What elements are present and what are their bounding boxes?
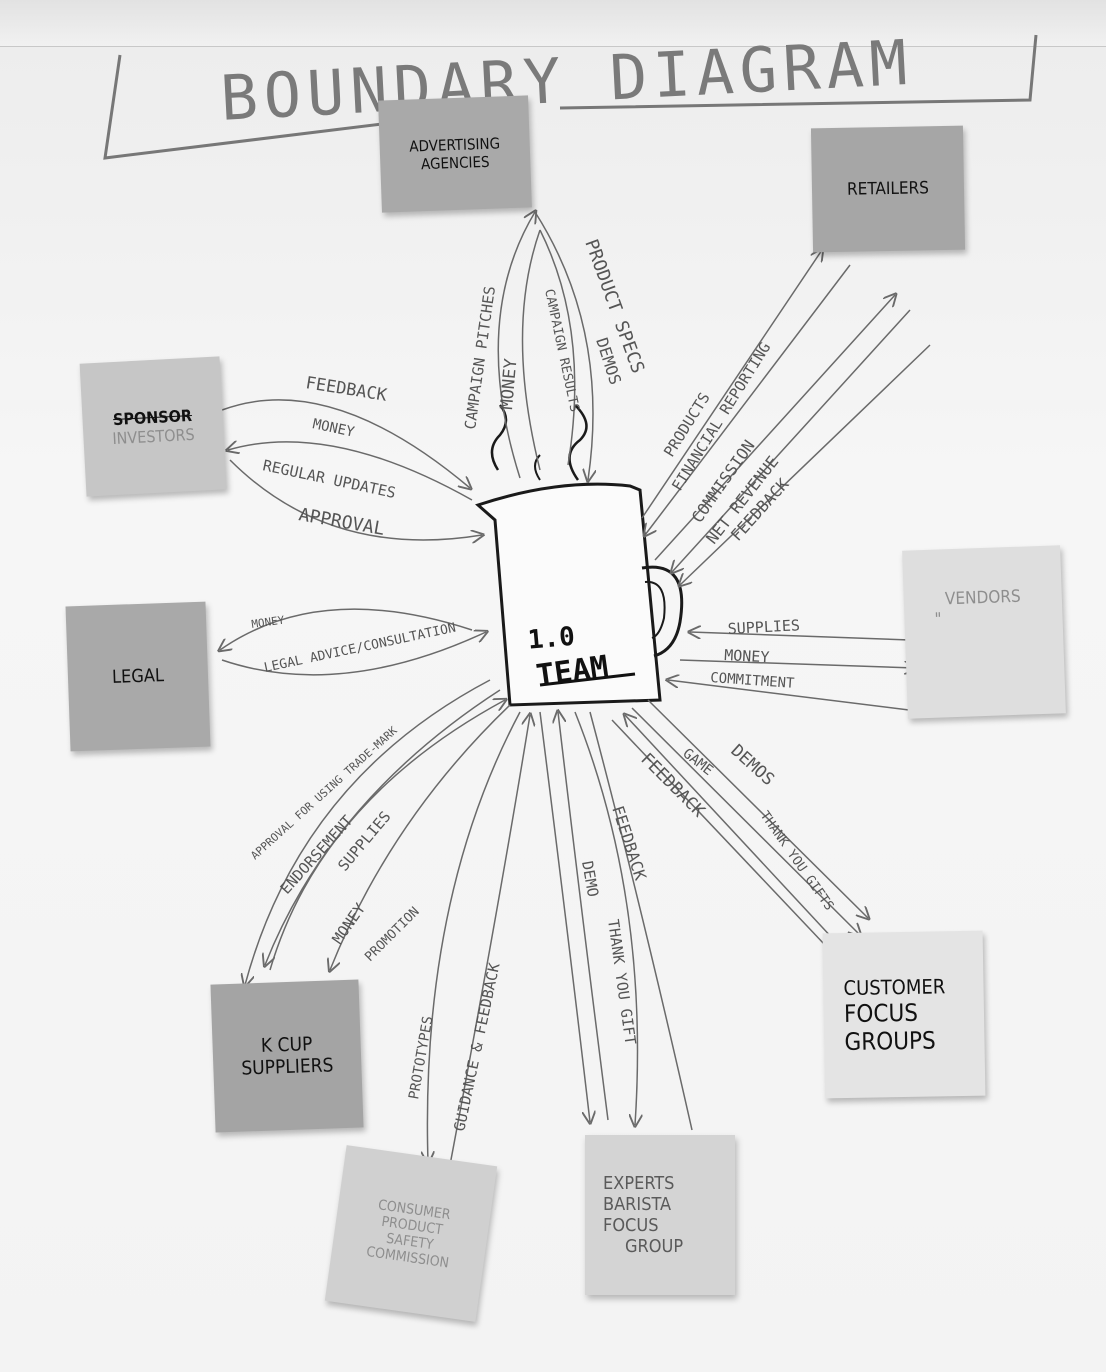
label-regular-updates: REGULAR UPDATES bbox=[261, 456, 397, 502]
arrow-sponsor-1 bbox=[221, 399, 470, 488]
arrow-expert-1 bbox=[539, 711, 590, 1122]
arrow-expert-2 bbox=[558, 712, 609, 1121]
team-number: 1.0 bbox=[527, 622, 576, 656]
mug-body bbox=[475, 482, 662, 707]
arrow-vendor-1 bbox=[690, 632, 911, 641]
note-legal: LEGAL bbox=[65, 601, 211, 752]
arrow-kcup-4 bbox=[330, 704, 511, 970]
team-underline bbox=[539, 672, 636, 687]
label-feedback-expert: FEEDBACK bbox=[608, 803, 650, 883]
steam-2 bbox=[534, 454, 541, 481]
arrow-legal-1 bbox=[220, 608, 473, 650]
label-approval: APPROVAL bbox=[297, 504, 386, 540]
team-mug: 1.0 TEAM bbox=[475, 404, 684, 707]
label-supplies-vendor: SUPPLIES bbox=[727, 616, 800, 638]
arrow-retail-1 bbox=[641, 250, 822, 519]
arrow-sponsor-3 bbox=[229, 459, 482, 540]
label-commitment: COMMITMENT bbox=[710, 670, 796, 692]
diagram-title: BOUNDARY DIAGRAM bbox=[219, 26, 915, 135]
arrow-vendor-2 bbox=[679, 659, 915, 668]
mug-handle bbox=[641, 565, 684, 658]
flow-arrows bbox=[220, 211, 931, 1166]
note-kcup-suppliers: K CUP SUPPLIERS bbox=[210, 979, 364, 1133]
arrow-retail-3 bbox=[654, 295, 895, 561]
arrow-cust-2 bbox=[631, 707, 860, 935]
mug-handle-inner bbox=[644, 580, 666, 639]
arrow-sponsor-2 bbox=[228, 442, 473, 501]
title-bracket-right bbox=[559, 34, 1038, 110]
label-demos-customer: DEMOS bbox=[727, 741, 778, 790]
label-promotion: PROMOTION bbox=[362, 904, 422, 964]
label-campaign-pitches: CAMPAIGN PITCHES bbox=[461, 285, 499, 431]
label-money-kcup: MONEY bbox=[329, 900, 370, 947]
label-campaign-results: CAMPAIGN RESULTS bbox=[541, 288, 582, 414]
note-experts-barista: EXPERTS BARISTA FOCUS GROUP bbox=[585, 1135, 735, 1295]
label-demo-expert: DEMO bbox=[578, 860, 602, 899]
arrow-cpsc-2 bbox=[449, 715, 530, 1166]
label-guidance-feedback: GUIDANCE & FEEDBACK bbox=[450, 961, 503, 1133]
arrow-adv-4 bbox=[539, 229, 576, 466]
label-feedback-sponsor: FEEDBACK bbox=[304, 373, 389, 406]
arrow-cust-4 bbox=[611, 719, 826, 946]
label-money-adv: MONEY bbox=[497, 358, 521, 411]
note-vendors: VENDORS " bbox=[902, 545, 1066, 719]
note-consumer-product-safety: CONSUMER PRODUCT SAFETY COMMISSION bbox=[324, 1145, 498, 1322]
title-bracket-left bbox=[103, 54, 399, 160]
arrow-adv-1 bbox=[497, 212, 535, 479]
note-sponsor-investors: SPONSOR INVESTORS bbox=[79, 356, 227, 497]
arrow-kcup-1 bbox=[245, 679, 491, 985]
arrow-retail-4 bbox=[672, 309, 911, 572]
label-thank-you-gifts: THANK YOU GIFTS bbox=[757, 809, 837, 914]
paper-fold bbox=[0, 0, 1106, 47]
arrow-retail-2 bbox=[645, 264, 851, 535]
steam-1 bbox=[490, 404, 508, 471]
label-prototypes: PROTOTYPES bbox=[406, 1015, 436, 1101]
label-legal-advice: LEGAL ADVICE/CONSULTATION bbox=[263, 621, 458, 676]
arrow-legal-2 bbox=[221, 632, 486, 676]
arrow-retail-5 bbox=[680, 344, 931, 585]
arrow-cust-1 bbox=[647, 699, 868, 918]
arrow-kcup-3 bbox=[269, 700, 505, 971]
arrow-adv-2 bbox=[534, 211, 593, 480]
label-thank-you-gift: THANK YOU GIFT bbox=[604, 918, 639, 1046]
steam-3 bbox=[568, 404, 588, 481]
arrow-expert-4 bbox=[589, 711, 693, 1131]
label-money-vendor: MONEY bbox=[724, 646, 770, 666]
arrow-cust-3 bbox=[625, 715, 849, 956]
label-money-legal: MONEY bbox=[251, 613, 286, 631]
arrow-expert-3 bbox=[574, 711, 638, 1125]
arrow-adv-3 bbox=[521, 229, 541, 471]
arrow-vendor-3 bbox=[668, 680, 925, 712]
note-retailers: RETAILERS bbox=[810, 125, 966, 253]
note-advertising-agencies: ADVERTISING AGENCIES bbox=[378, 95, 532, 213]
arrow-cpsc-1 bbox=[427, 711, 521, 1162]
note-customer-focus-groups: CUSTOMER FOCUS GROUPS bbox=[822, 930, 986, 1099]
label-money-sponsor: MONEY bbox=[311, 416, 356, 441]
